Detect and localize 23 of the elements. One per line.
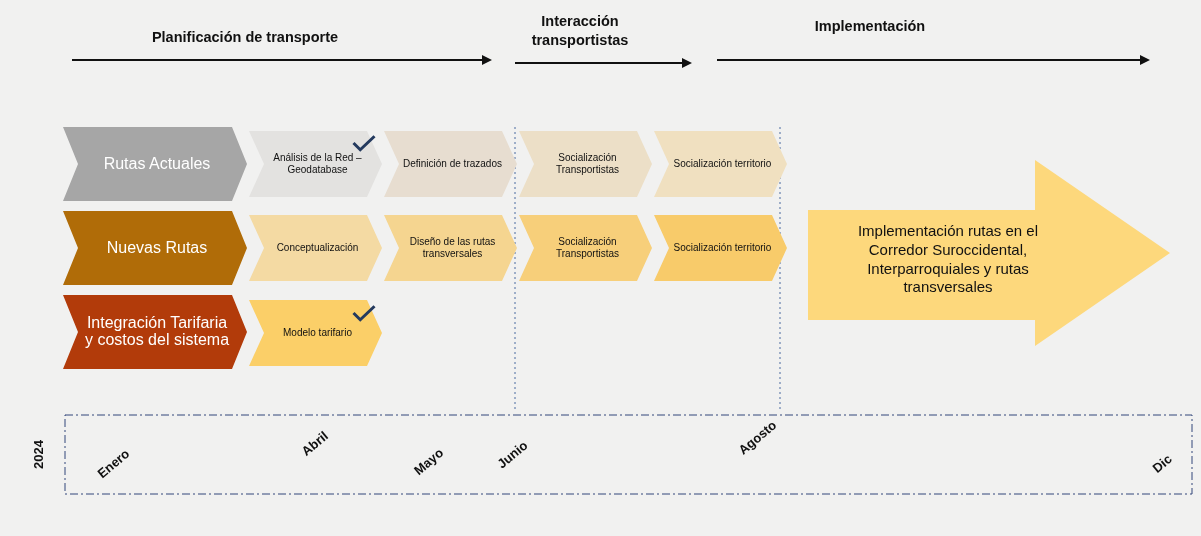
phase-title: Implementación [813, 17, 927, 36]
chevron-shape [384, 215, 517, 281]
month-label: Dic [1149, 451, 1175, 476]
step-label: Socialización territorio [673, 158, 772, 170]
block-arrow [808, 160, 1170, 346]
phase-title: Planificación de transporte [150, 28, 340, 47]
step-label: Diseño de las rutas transversales [408, 236, 497, 260]
step-label: Socialización Transportistas [555, 152, 620, 176]
arrow-text: Implementación rutas en el Corredor Suroccidental, Interparroquiales y rutas transversales [856, 222, 1040, 297]
phase-title: Interacción transportistas [530, 12, 630, 50]
row-title: Nuevas Rutas [106, 239, 208, 257]
step-label: Definición de trazados [403, 158, 502, 170]
chevron-shape [384, 131, 517, 197]
step-label: Modelo tarifario [283, 327, 352, 339]
chevron-shape [519, 215, 652, 281]
chevron-shape [519, 131, 652, 197]
step-label: Socialización Transportistas [555, 236, 620, 260]
step-label: Conceptualización [276, 242, 359, 254]
step-label: Análisis de la Red – Geodatabase [272, 152, 363, 176]
row-title: Rutas Actuales [103, 155, 211, 173]
step-label: Socialización territorio [673, 242, 772, 254]
row-title: Integración Tarifaria y costos del sistema [83, 315, 231, 349]
year-label: 2024 [30, 440, 46, 469]
